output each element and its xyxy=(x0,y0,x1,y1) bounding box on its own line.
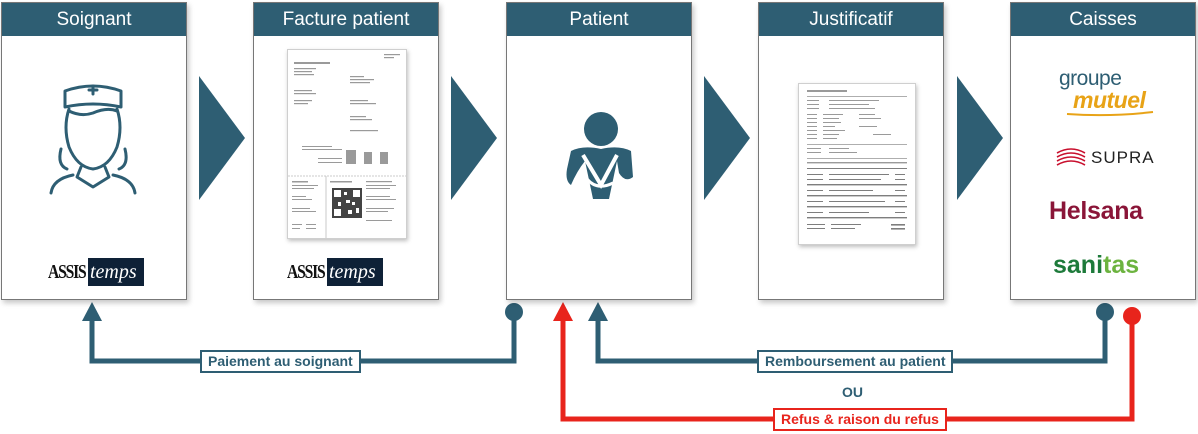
assistemps-logo: ASSIS temps xyxy=(287,258,383,286)
qr-code-icon xyxy=(332,188,362,218)
patient-arm-sling-icon xyxy=(566,112,633,199)
column-caisses: Caisses groupe mutuel SUPRA Helsana sani… xyxy=(1010,2,1196,300)
flow-start-dot xyxy=(505,303,523,321)
arrow-up-icon xyxy=(82,302,102,321)
chevron-right-icon xyxy=(704,76,750,200)
flow-start-dot xyxy=(1096,303,1114,321)
supra-logo: SUPRA xyxy=(1055,147,1155,169)
column-title: Justificatif xyxy=(759,3,943,36)
arrow-up-icon xyxy=(588,302,608,321)
column-soignant: Soignant ASSIS temps xyxy=(1,2,187,300)
flow-start-dot xyxy=(1123,307,1141,325)
arrow-up-icon xyxy=(553,302,573,321)
chevron-right-icon xyxy=(199,76,245,200)
column-title: Caisses xyxy=(1011,3,1195,36)
receipt-document-thumbnail xyxy=(798,83,916,245)
column-title: Patient xyxy=(507,3,691,36)
groupe-mutuel-logo: groupe mutuel xyxy=(1059,68,1155,117)
column-title: Facture patient xyxy=(254,3,438,36)
column-title: Soignant xyxy=(2,3,186,36)
helsana-logo: Helsana xyxy=(1049,197,1143,225)
column-facture-patient: Facture patient xyxy=(253,2,439,300)
chevron-right-icon xyxy=(957,76,1003,200)
column-patient: Patient xyxy=(506,2,692,300)
invoice-document-thumbnail xyxy=(287,49,407,239)
supra-wave-icon xyxy=(1056,148,1086,166)
flow-label-remboursement: Remboursement au patient xyxy=(757,350,954,373)
chevron-right-icon xyxy=(451,76,497,200)
sanitas-logo: sanitas xyxy=(1053,251,1140,279)
flow-label-ou: OU xyxy=(842,384,863,400)
nurse-icon xyxy=(49,84,137,195)
assistemps-logo: ASSIS temps xyxy=(48,258,144,286)
column-justificatif: Justificatif xyxy=(758,2,944,300)
flow-label-paiement: Paiement au soignant xyxy=(200,350,361,373)
flow-label-refus: Refus & raison du refus xyxy=(773,408,947,431)
receipt-table xyxy=(807,168,907,230)
